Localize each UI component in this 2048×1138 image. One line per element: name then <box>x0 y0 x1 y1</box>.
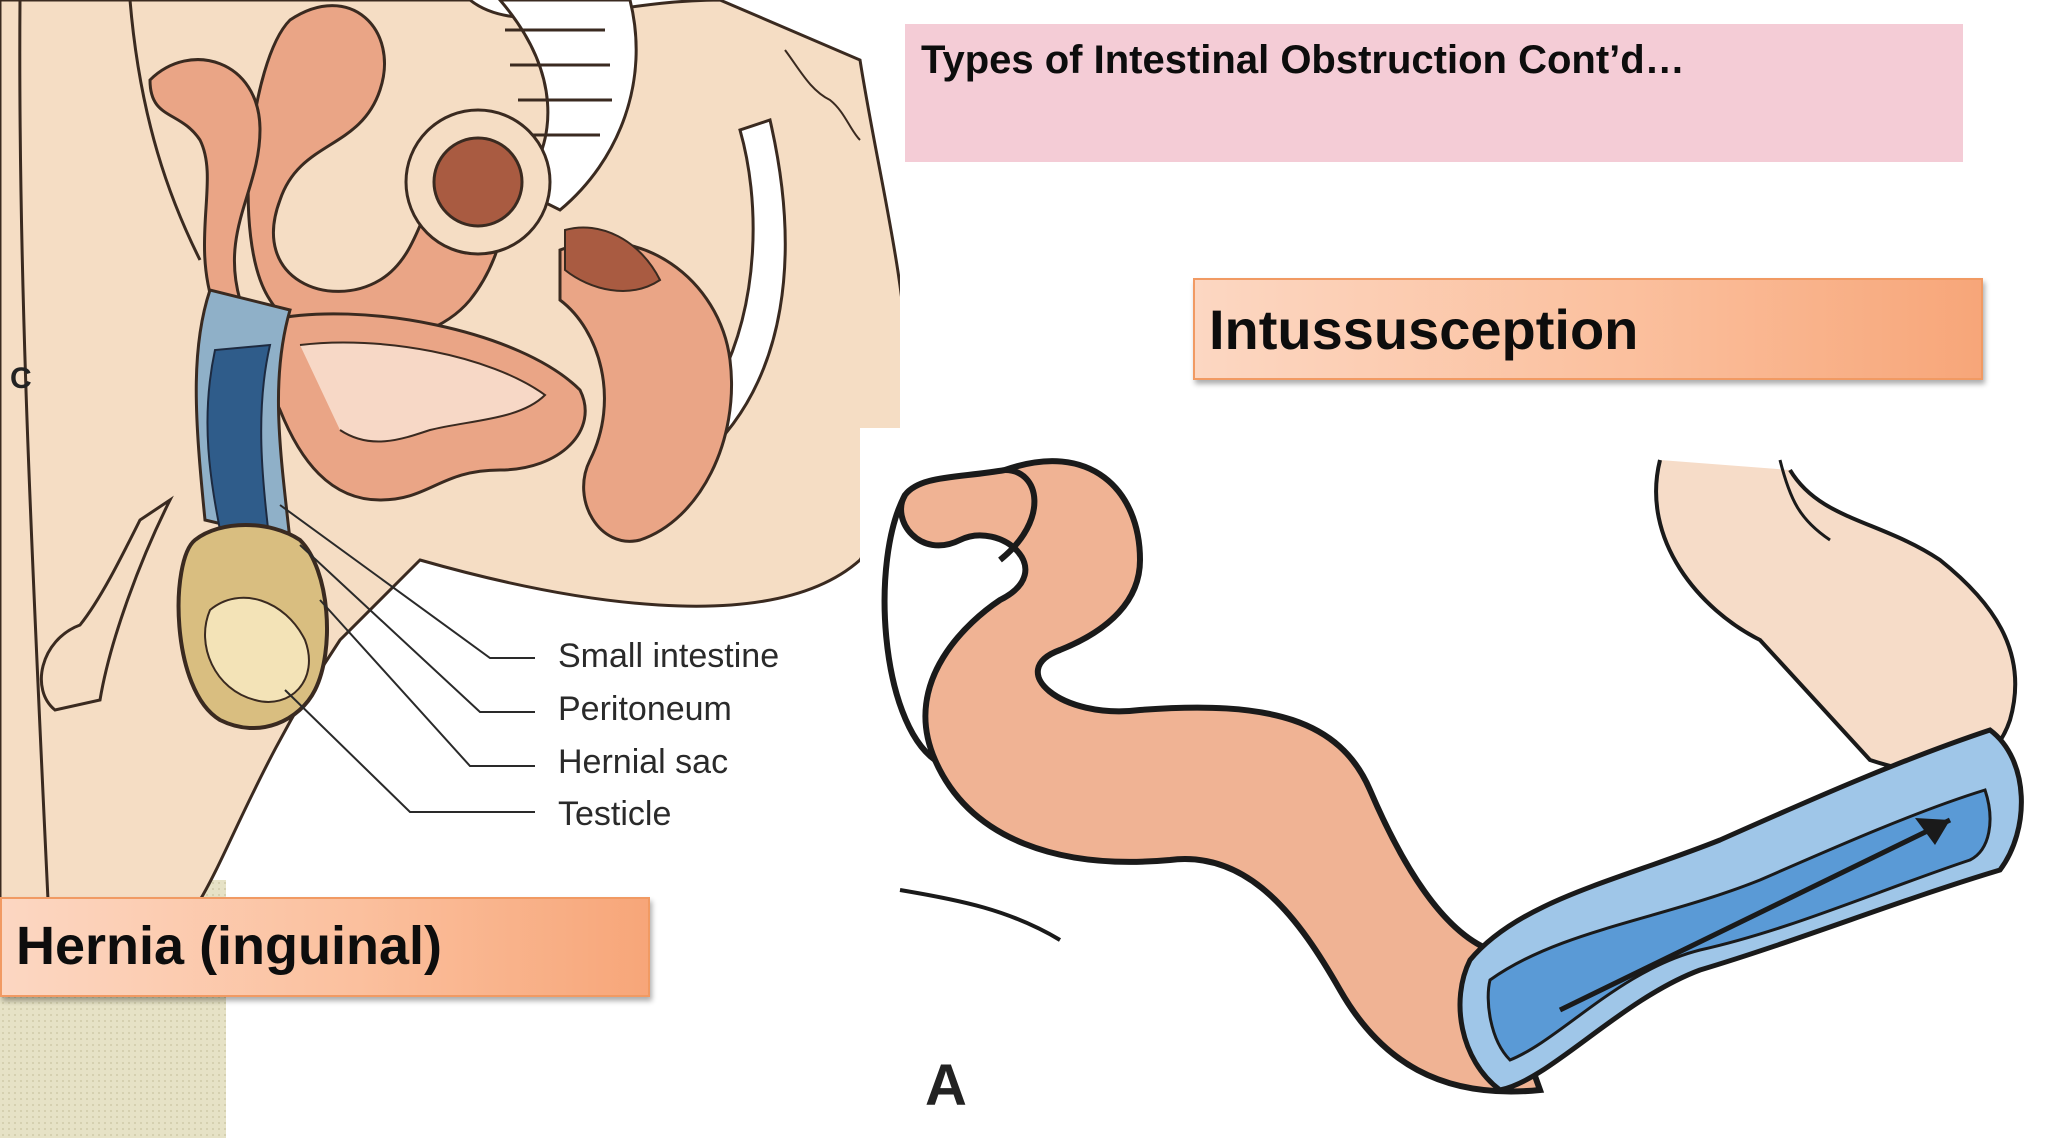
title-box: Types of Intestinal Obstruction Cont’d… <box>905 24 1963 162</box>
panel-letter-c: C <box>10 362 32 395</box>
label-peritoneum: Peritoneum <box>558 690 732 728</box>
label-testicle: Testicle <box>558 795 671 833</box>
panel-letter-a: A <box>925 1053 967 1118</box>
hernia-annotation-labels: C Small intestine Peritoneum Hernial sac… <box>10 362 779 833</box>
hernia-caption-box: Hernia (inguinal) <box>0 897 650 997</box>
label-hernial-sac: Hernial sac <box>558 743 728 781</box>
intussusception-caption: Intussusception <box>1209 298 1639 361</box>
inguinal-hernia-illustration <box>0 0 900 900</box>
label-small-intestine: Small intestine <box>558 637 779 675</box>
hernia-caption: Hernia (inguinal) <box>16 916 443 976</box>
intussusception-caption-box: Intussusception <box>1193 278 1983 380</box>
slide-title: Types of Intestinal Obstruction Cont’d… <box>921 38 1685 82</box>
